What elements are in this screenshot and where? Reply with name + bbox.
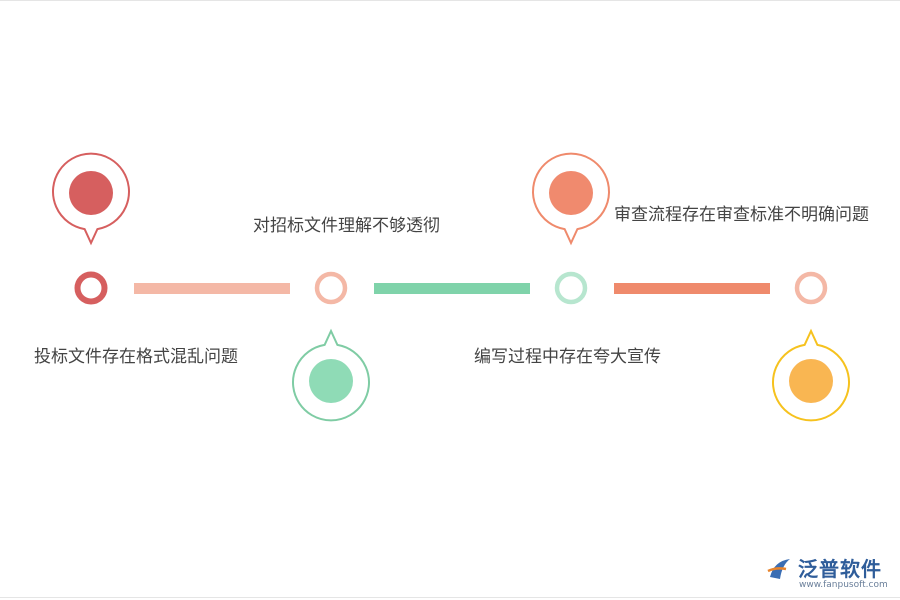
brand-url: www.fanpusoft.com (799, 580, 888, 590)
map-pin-1-icon (52, 152, 130, 246)
brand-logo: 泛普软件 www.fanpusoft.com (766, 553, 894, 597)
map-pin-3-icon (532, 152, 610, 246)
connector-bar-1 (134, 283, 290, 294)
connector-bar-2 (374, 283, 530, 294)
step-1-label: 投标文件存在格式混乱问题 (34, 347, 238, 367)
connector-bar-3 (614, 283, 770, 294)
map-pin-4-icon (772, 328, 850, 422)
step-3-label: 编写过程中存在夸大宣传 (474, 347, 661, 367)
timeline-node-4 (794, 271, 828, 305)
bottom-divider (0, 597, 900, 598)
top-divider (0, 0, 900, 1)
map-pin-2-icon (292, 328, 370, 422)
step-2-label: 对招标文件理解不够透彻 (253, 216, 440, 236)
brand-mark-icon (767, 559, 790, 579)
timeline-node-2 (314, 271, 348, 305)
brand-name: 泛普软件 (798, 557, 882, 581)
timeline-node-1 (74, 271, 108, 305)
step-4-label: 审查流程存在审查标准不明确问题 (614, 205, 869, 225)
timeline-node-3 (554, 271, 588, 305)
